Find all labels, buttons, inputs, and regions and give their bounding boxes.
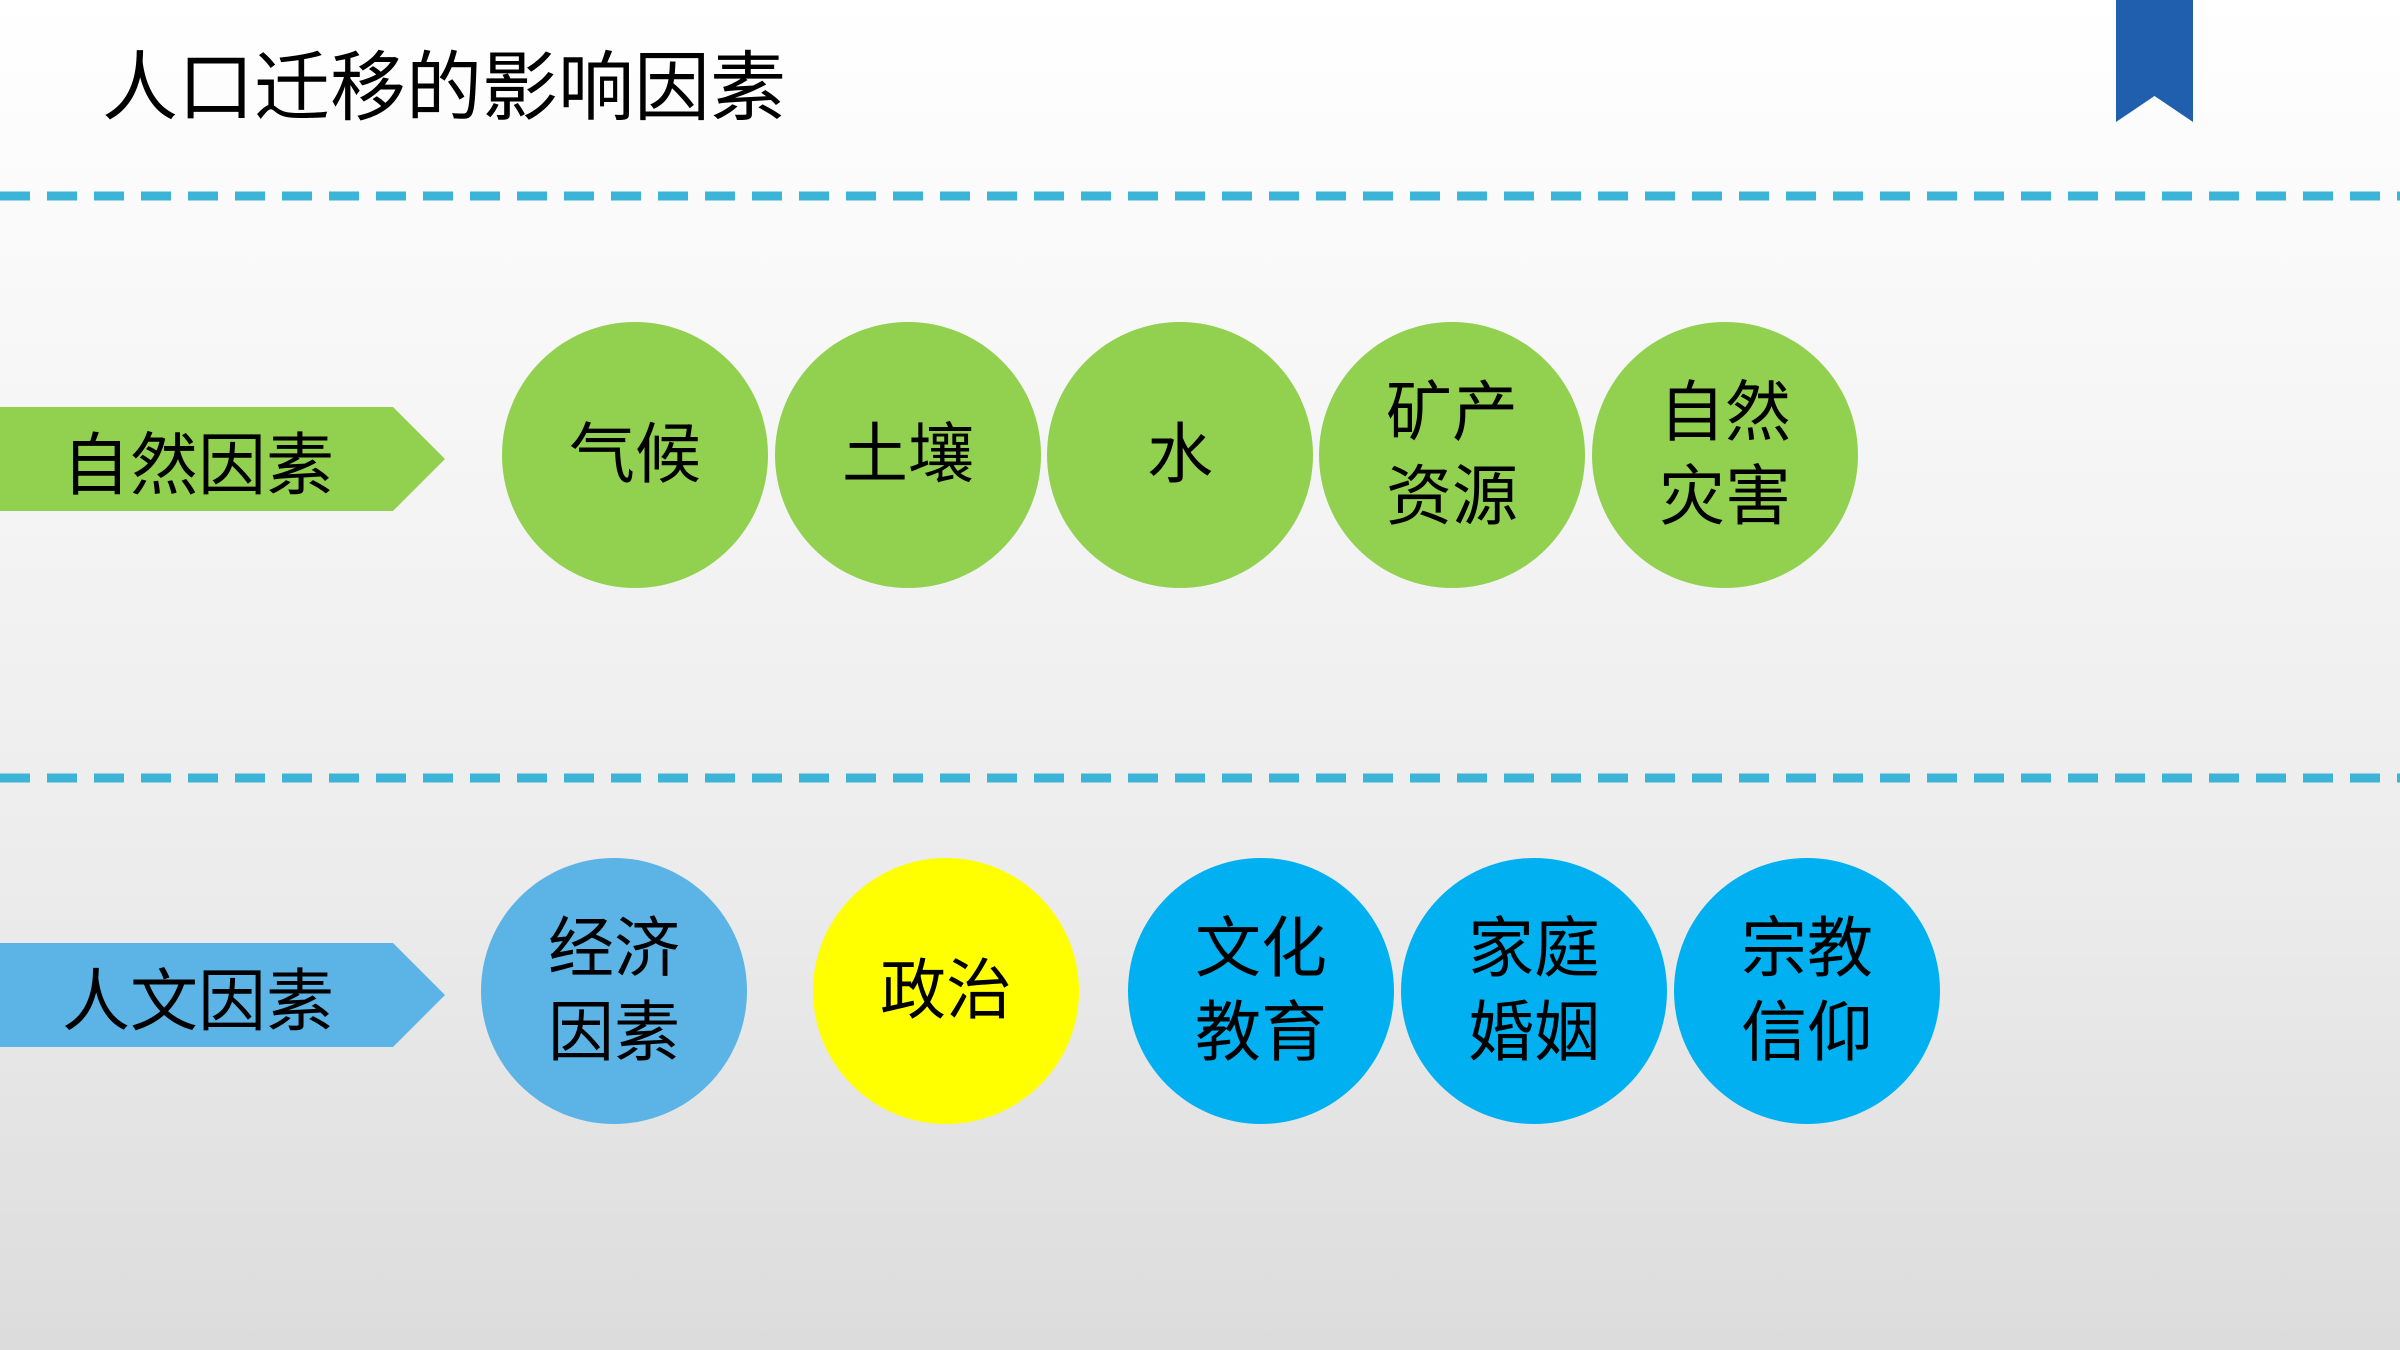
human-factor-circle-text: 家庭婚姻 [1468,907,1600,1075]
natural-factor-circle: 气候 [502,322,768,588]
natural-factor-circle: 土壤 [775,322,1041,588]
natural-factor-circle-line: 土壤 [842,416,974,493]
natural-factor-circle-text: 气候 [569,413,701,497]
human-factors-label: 人文因素 [0,943,445,1047]
human-factor-circle-text: 宗教信仰 [1741,907,1873,1075]
human-factor-circle-line: 文化 [1195,910,1327,987]
natural-factor-circle-line: 自然 [1659,374,1791,451]
human-factor-circle: 宗教信仰 [1674,858,1940,1124]
natural-factor-circle-line: 气候 [569,416,701,493]
page-title: 人口迁移的影响因素 [102,43,786,132]
human-factor-circle-line: 教育 [1195,994,1327,1071]
natural-factor-circle-line: 水 [1147,416,1213,493]
natural-factor-circle: 水 [1047,322,1313,588]
natural-factor-circle: 矿产资源 [1319,322,1585,588]
natural-factor-circle-line: 资源 [1386,458,1518,535]
human-factor-circle-line: 经济 [548,910,680,987]
natural-factor-circle-line: 灾害 [1659,458,1791,535]
natural-factor-circle-line: 矿产 [1386,374,1518,451]
human-factor-circle-line: 信仰 [1741,994,1873,1071]
human-factor-circle-line: 因素 [548,994,680,1071]
human-factor-circle: 政治 [813,858,1079,1124]
natural-factor-circle-text: 矿产资源 [1386,371,1518,539]
human-factor-circle-text: 文化教育 [1195,907,1327,1075]
natural-factor-circle: 自然灾害 [1592,322,1858,588]
natural-factor-circle-text: 土壤 [842,413,974,497]
human-factor-circle-line: 婚姻 [1468,994,1600,1071]
natural-factor-circle-text: 水 [1147,413,1213,497]
human-factor-circle-text: 经济因素 [548,907,680,1075]
arrow-shape [0,943,445,1047]
natural-factors-label: 自然因素 [0,407,445,511]
bookmark-icon [2116,0,2193,122]
divider-middle [0,773,2400,783]
human-factor-circle-text: 政治 [880,949,1012,1033]
human-factor-circle-line: 政治 [880,952,1012,1029]
human-factors-label-text: 人文因素 [62,962,335,1042]
human-factor-circle-line: 宗教 [1741,910,1873,987]
natural-factor-circle-text: 自然灾害 [1659,371,1791,539]
natural-factors-label-text: 自然因素 [62,426,335,506]
human-factor-circle: 经济因素 [481,858,747,1124]
arrow-shape [0,407,445,511]
divider-top [0,191,2400,201]
human-factor-circle: 家庭婚姻 [1401,858,1667,1124]
human-factor-circle: 文化教育 [1128,858,1394,1124]
human-factor-circle-line: 家庭 [1468,910,1600,987]
